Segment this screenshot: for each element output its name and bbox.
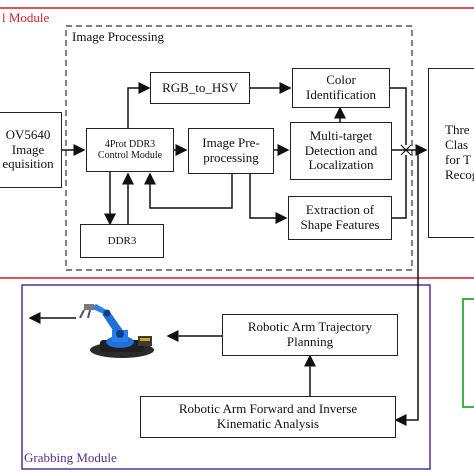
color-line-2: Identification	[305, 87, 377, 102]
kinematic-line-1: Robotic Arm Forward and Inverse	[178, 401, 358, 417]
image-processing-label: Image Processing	[72, 29, 165, 44]
multi-target-line-3: Localization	[308, 157, 374, 173]
ov5640-line-3: equisition	[2, 156, 54, 172]
color-line-1: Color	[326, 72, 356, 88]
preprocessing-line-2: processing	[203, 150, 259, 165]
image-processing-border	[65, 25, 413, 271]
kinematic-line-2: Kinematic Analysis	[216, 416, 320, 431]
grabbing-module-label: Grabbing Module	[24, 450, 117, 465]
line-shape-right	[392, 155, 407, 219]
color-identification-block: Color Identification	[292, 68, 390, 108]
preprocessing-block: Image Pre- processing	[188, 128, 274, 174]
classifier-line-2: Clas	[445, 137, 469, 153]
preprocessing-line-1: Image Pre-	[202, 135, 260, 151]
ov5640-line-2: Image	[11, 141, 45, 157]
ddr3-control-line-1: 4Prot DDR3	[104, 138, 156, 150]
shape-line-1: Extraction of	[305, 202, 375, 218]
arrow-ctrl-to-rgb	[127, 82, 151, 128]
robotic-arm-icon	[79, 304, 154, 358]
classifier-line-3: for T	[445, 152, 472, 167]
grabbing-module-border	[21, 284, 431, 470]
kinematic-analysis-block: Robotic Arm Forward and Inverse Kinemati…	[140, 396, 396, 438]
ddr3-control-line-2: Control Module	[97, 150, 163, 161]
multi-target-line-2: Detection and	[304, 142, 378, 158]
ddr3-control-block: 4Prot DDR3 Control Module	[86, 128, 174, 172]
rgb-to-hsv-label: RGB_to_HSV	[162, 79, 238, 95]
ddr3-block: DDR3	[80, 224, 164, 258]
multi-target-line-1: Multi-target	[309, 127, 373, 143]
classifier-block: Thre Clas for T Recogn	[428, 68, 474, 238]
right-green-accent-inner	[464, 300, 474, 406]
cross-mark-b	[400, 144, 412, 156]
arrow-pre-to-shape	[249, 174, 288, 224]
arrow-pre-feedback	[144, 172, 233, 209]
shape-line-2: Shape Features	[300, 217, 380, 232]
trajectory-planning-block: Robotic Arm Trajectory Planning	[222, 314, 398, 356]
classifier-line-1: Thre	[445, 122, 470, 138]
trajectory-line-1: Robotic Arm Trajectory	[247, 319, 373, 335]
line-color-right	[390, 87, 407, 145]
shape-features-block: Extraction of Shape Features	[288, 196, 392, 240]
ov5640-line-1: OV5640	[5, 126, 51, 142]
visual-module-border	[0, 7, 474, 279]
arrow-to-kinematic	[394, 150, 419, 426]
rgb-to-hsv-block: RGB_to_HSV	[150, 72, 250, 104]
visual-module-label: l Module	[2, 10, 50, 25]
trajectory-line-2: Planning	[286, 334, 334, 349]
classifier-line-4: Recogn	[445, 166, 474, 182]
ddr3-label: DDR3	[107, 234, 137, 247]
ov5640-block: OV5640 Image equisition	[0, 112, 62, 188]
multi-target-block: Multi-target Detection and Localization	[290, 122, 392, 180]
